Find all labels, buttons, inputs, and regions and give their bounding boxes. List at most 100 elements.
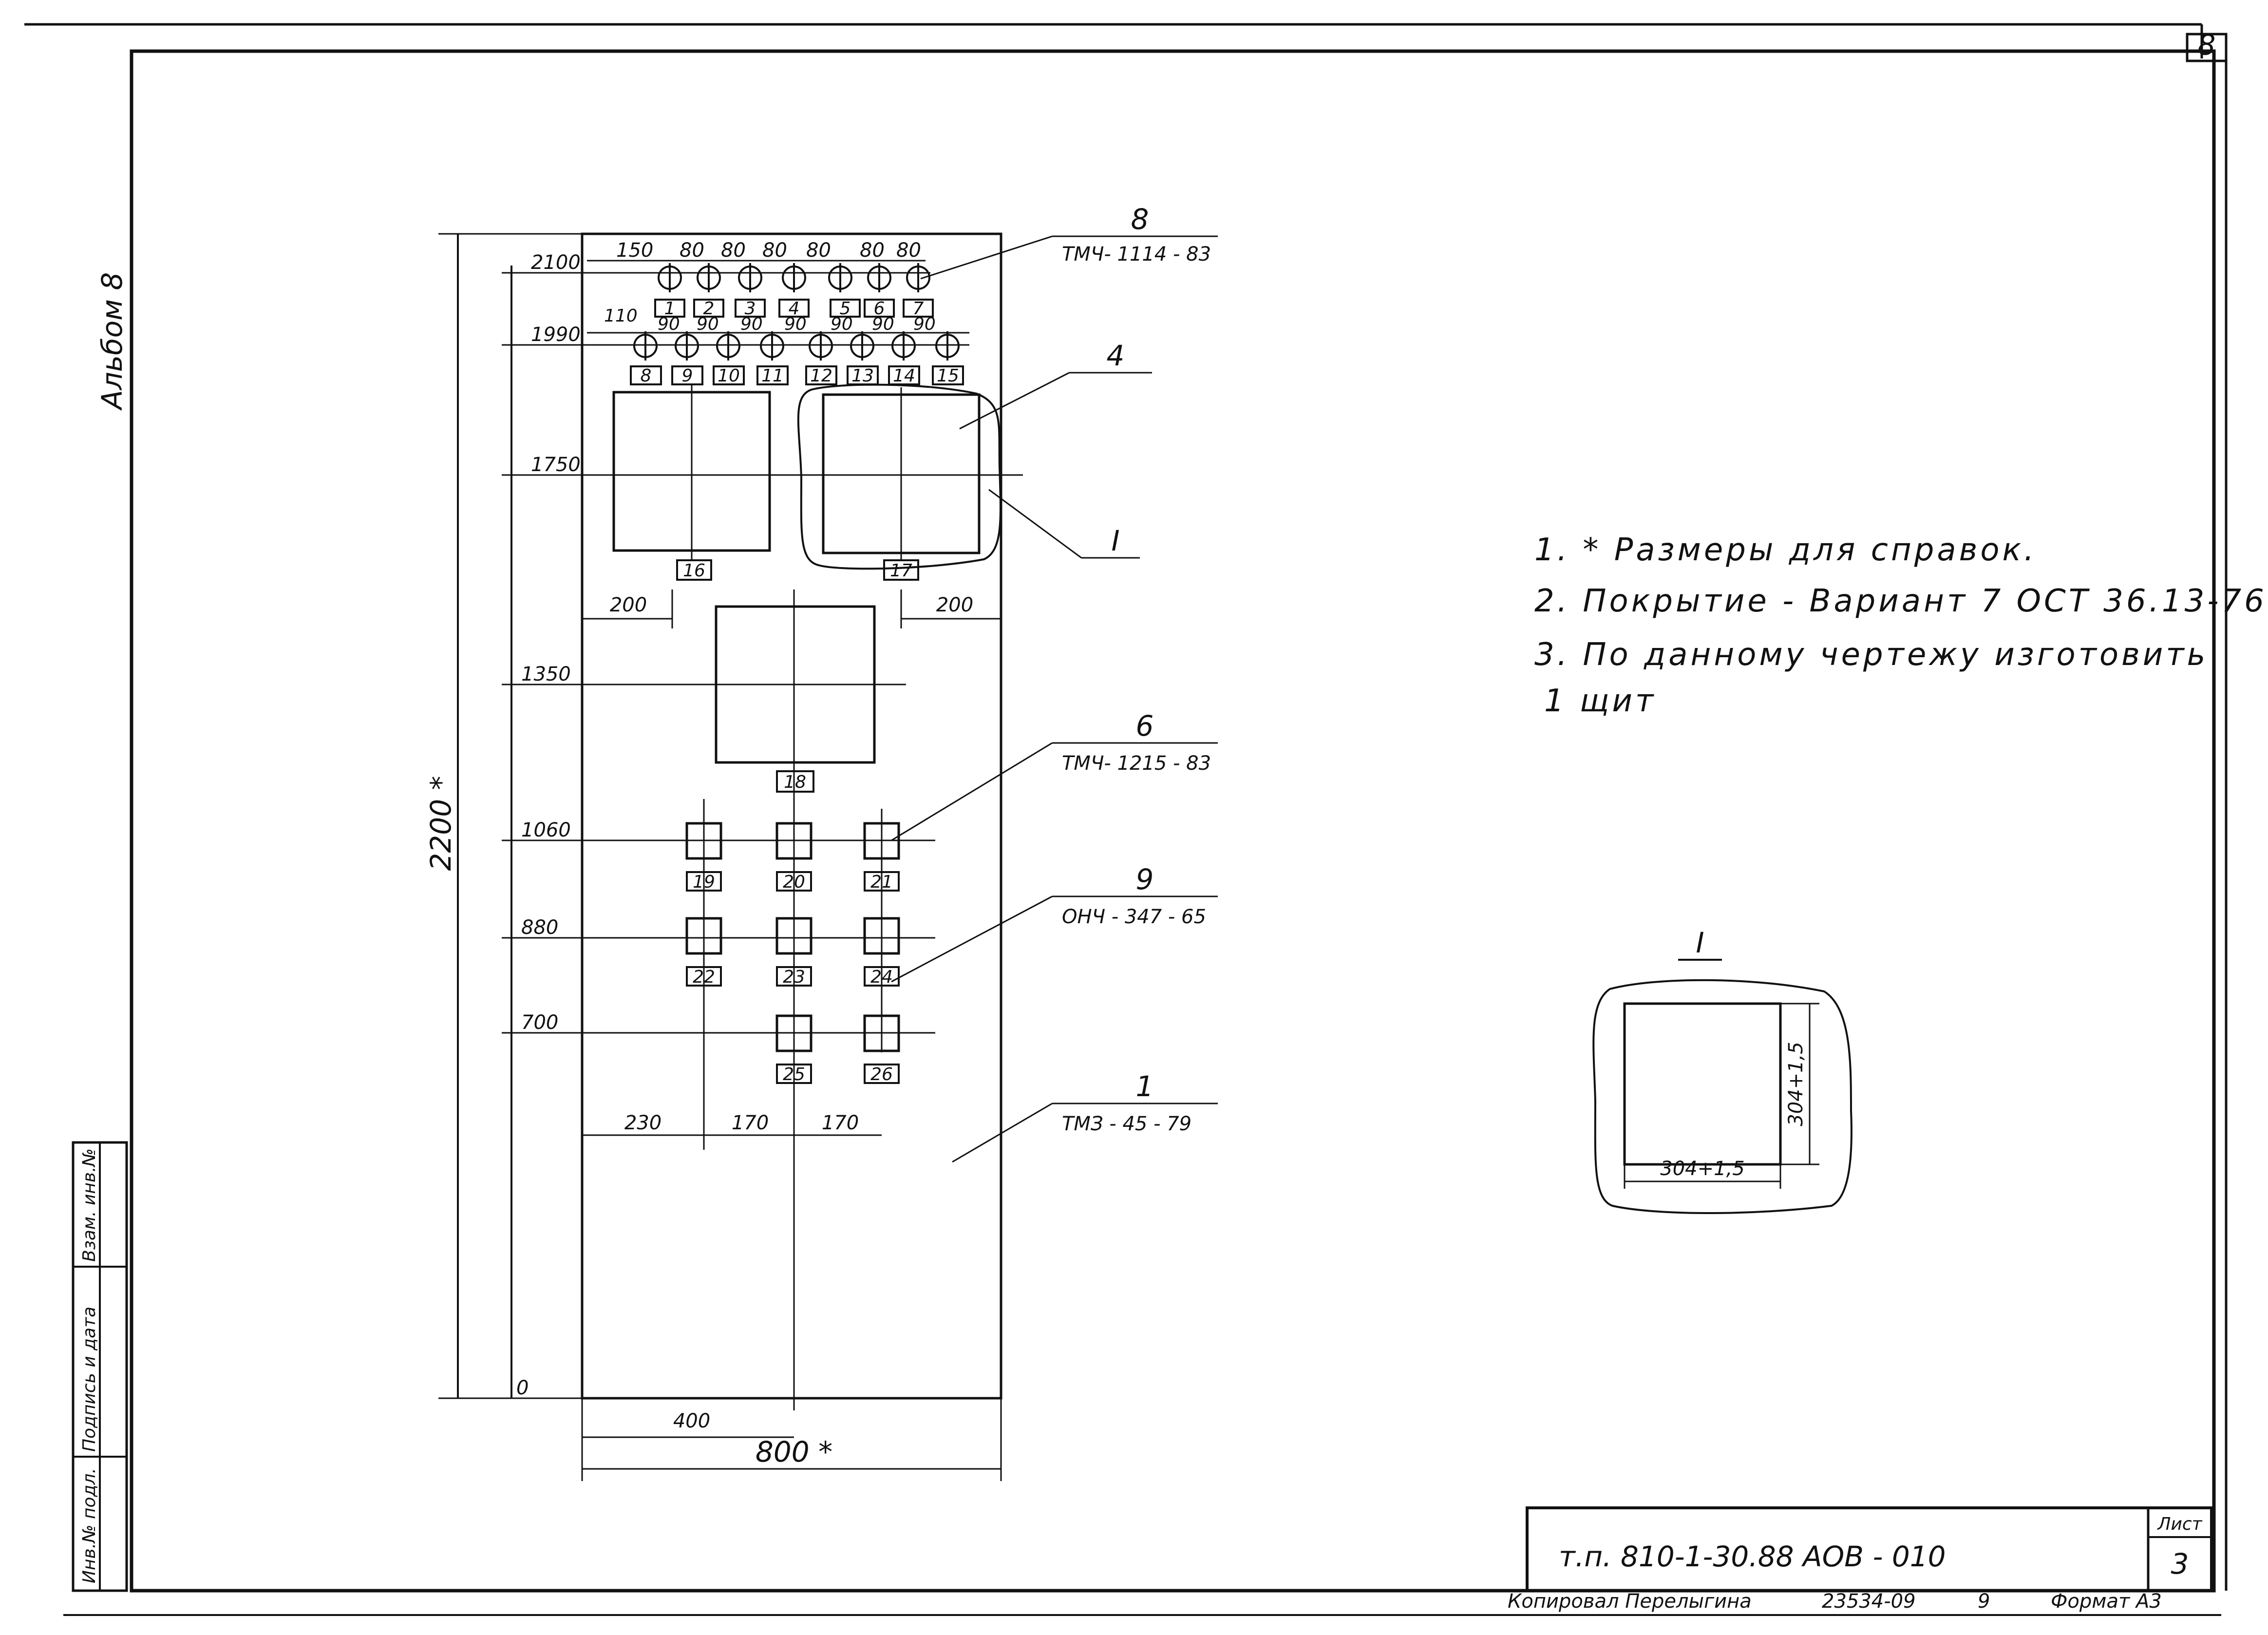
second-spacing-5: 90 bbox=[831, 314, 853, 334]
lamp-label-2: 2 bbox=[703, 299, 715, 319]
stamp-label-2: Взам. инв.№ bbox=[79, 1148, 99, 1262]
detail-width-dim: 304+1,5 bbox=[1660, 1158, 1744, 1180]
callout-ref-6: ТМЧ- 1215 - 83 bbox=[1062, 752, 1211, 775]
callouts: 8 ТМЧ- 1114 - 83 4 I 6 ТМЧ- 1215 - 83 9 … bbox=[891, 203, 1218, 1163]
switch-label-26: 26 bbox=[870, 1065, 893, 1084]
instrument-label-18: 18 bbox=[784, 772, 806, 792]
switch-label-22: 22 bbox=[693, 967, 715, 987]
sheet-label: Лист bbox=[2156, 1514, 2202, 1534]
lamp-labels-row-1: 1 2 3 4 5 6 7 bbox=[654, 299, 934, 319]
note-3b: 1 щит bbox=[1544, 683, 1656, 719]
approval-stamp: Инв.№ подл. Подпись и дата Взам. инв.№ bbox=[72, 1141, 128, 1592]
second-spacing-1: 90 bbox=[658, 314, 680, 334]
second-spacing-7: 90 bbox=[913, 314, 936, 334]
lamp-label-8: 8 bbox=[641, 366, 652, 386]
instrument-label-17: 17 bbox=[890, 561, 912, 581]
second-spacing-3: 90 bbox=[740, 314, 763, 334]
callout-ref-9: ОНЧ - 347 - 65 bbox=[1062, 906, 1206, 928]
callout-ref-1: ТМЗ - 45 - 79 bbox=[1062, 1113, 1191, 1135]
second-spacing-0: 110 bbox=[604, 306, 638, 326]
bottom-spacing-1: 170 bbox=[732, 1112, 769, 1134]
switch-labels: 19 20 21 22 23 24 25 26 bbox=[686, 871, 900, 1084]
lamp-label-15: 15 bbox=[937, 366, 959, 386]
switch-label-21: 21 bbox=[870, 872, 893, 892]
top-spacing-2: 80 bbox=[721, 239, 746, 262]
panel-drawing: 2200 * 2100 1990 1750 1350 1060 880 700 … bbox=[424, 203, 1218, 1481]
note-2: 2. Покрытие - Вариант 7 ОСТ 36.13-76 bbox=[1534, 583, 2267, 619]
page-number-box bbox=[2186, 33, 2228, 62]
callout-num-9: 9 bbox=[1136, 863, 1154, 896]
note-3: 3. По данному чертежу изготовить bbox=[1534, 637, 2208, 673]
level-label-3: 1350 bbox=[521, 663, 571, 685]
center-offset-dim: 400 bbox=[673, 1410, 710, 1432]
note-1: 1. * Размеры для справок. bbox=[1534, 532, 2037, 568]
instrument-16: 16 bbox=[612, 385, 771, 581]
lamp-label-5: 5 bbox=[840, 299, 851, 319]
level-label-0: 2100 bbox=[531, 251, 581, 274]
panel-outline bbox=[581, 232, 1002, 1400]
detail-height-dim: 304+1,5 bbox=[1785, 1042, 1807, 1126]
album-label: Альбом 8 bbox=[95, 272, 129, 411]
callout-num-1: 1 bbox=[1136, 1070, 1154, 1103]
level-label-4: 1060 bbox=[521, 819, 571, 841]
level-label-6: 700 bbox=[521, 1011, 558, 1034]
callout-num-4: 4 bbox=[1107, 339, 1125, 372]
order-code: 23534-09 bbox=[1822, 1590, 1916, 1613]
top-spacing-1: 80 bbox=[680, 239, 704, 262]
switch-label-19: 19 bbox=[693, 872, 715, 892]
lamp-label-11: 11 bbox=[761, 366, 784, 386]
drawing-frame bbox=[130, 49, 2216, 1593]
second-spacing-2: 90 bbox=[697, 314, 719, 334]
side-offset-left: 200 bbox=[610, 594, 647, 616]
top-spacing-5: 80 bbox=[860, 239, 885, 262]
second-spacing-6: 90 bbox=[872, 314, 894, 334]
callout-num-8: 8 bbox=[1131, 203, 1149, 236]
order-number: 9 bbox=[1978, 1590, 1990, 1613]
level-label-1: 1990 bbox=[531, 323, 581, 346]
document-code: т.п. 810-1-30.88 АОВ - 010 bbox=[1559, 1540, 1946, 1573]
detail-view: I 304+1,5 304+1,5 bbox=[1592, 926, 1852, 1214]
lamp-label-10: 10 bbox=[718, 366, 740, 386]
top-spacing-6: 80 bbox=[896, 239, 921, 262]
lamp-label-1: 1 bbox=[664, 299, 676, 319]
top-spacing-4: 80 bbox=[806, 239, 831, 262]
level-label-7: 0 bbox=[516, 1377, 529, 1399]
switch-label-20: 20 bbox=[783, 872, 805, 892]
lamp-labels-row-2: 8 9 10 11 12 13 14 15 bbox=[630, 365, 964, 386]
format-label: Формат А3 bbox=[2051, 1590, 2162, 1613]
stamp-label-0: Инв.№ подл. bbox=[79, 1468, 99, 1583]
top-spacing-0: 150 bbox=[616, 239, 653, 262]
copied-by: Копировал Перелыгина bbox=[1508, 1590, 1752, 1613]
lamp-label-7: 7 bbox=[913, 299, 924, 319]
instrument-18: 18 bbox=[715, 589, 876, 1410]
switch-label-24: 24 bbox=[870, 967, 893, 987]
level-label-2: 1750 bbox=[531, 454, 581, 476]
lamp-label-9: 9 bbox=[682, 366, 693, 386]
lamp-label-4: 4 bbox=[789, 299, 800, 319]
overall-height-dim: 2200 * bbox=[424, 776, 457, 871]
level-lines: 2100 1990 1750 1350 1060 880 700 0 bbox=[502, 251, 1023, 1399]
page-corner-number: 8 bbox=[2198, 28, 2216, 61]
callout-num-I: I bbox=[1111, 524, 1119, 557]
bottom-spacing-0: 230 bbox=[624, 1112, 662, 1134]
instrument-label-16: 16 bbox=[683, 561, 705, 581]
level-label-5: 880 bbox=[521, 916, 558, 939]
callout-ref-8: ТМЧ- 1114 - 83 bbox=[1062, 243, 1211, 266]
lamp-label-3: 3 bbox=[745, 299, 756, 319]
instrument-17: 17 bbox=[797, 383, 1002, 581]
callout-num-6: 6 bbox=[1136, 709, 1154, 742]
switch-label-25: 25 bbox=[783, 1065, 805, 1084]
lamp-label-14: 14 bbox=[893, 366, 915, 386]
side-offset-right: 200 bbox=[936, 594, 973, 616]
bottom-spacing-2: 170 bbox=[822, 1112, 859, 1134]
lamp-label-12: 12 bbox=[810, 366, 832, 386]
detail-title: I bbox=[1696, 926, 1704, 959]
top-spacing-3: 80 bbox=[762, 239, 787, 262]
lamp-row-2 bbox=[633, 331, 960, 361]
second-spacing-4: 90 bbox=[784, 314, 807, 334]
lamp-label-6: 6 bbox=[874, 299, 885, 319]
stamp-label-1: Подпись и дата bbox=[79, 1307, 99, 1452]
switch-grid bbox=[685, 799, 900, 1150]
switch-label-23: 23 bbox=[783, 967, 805, 987]
